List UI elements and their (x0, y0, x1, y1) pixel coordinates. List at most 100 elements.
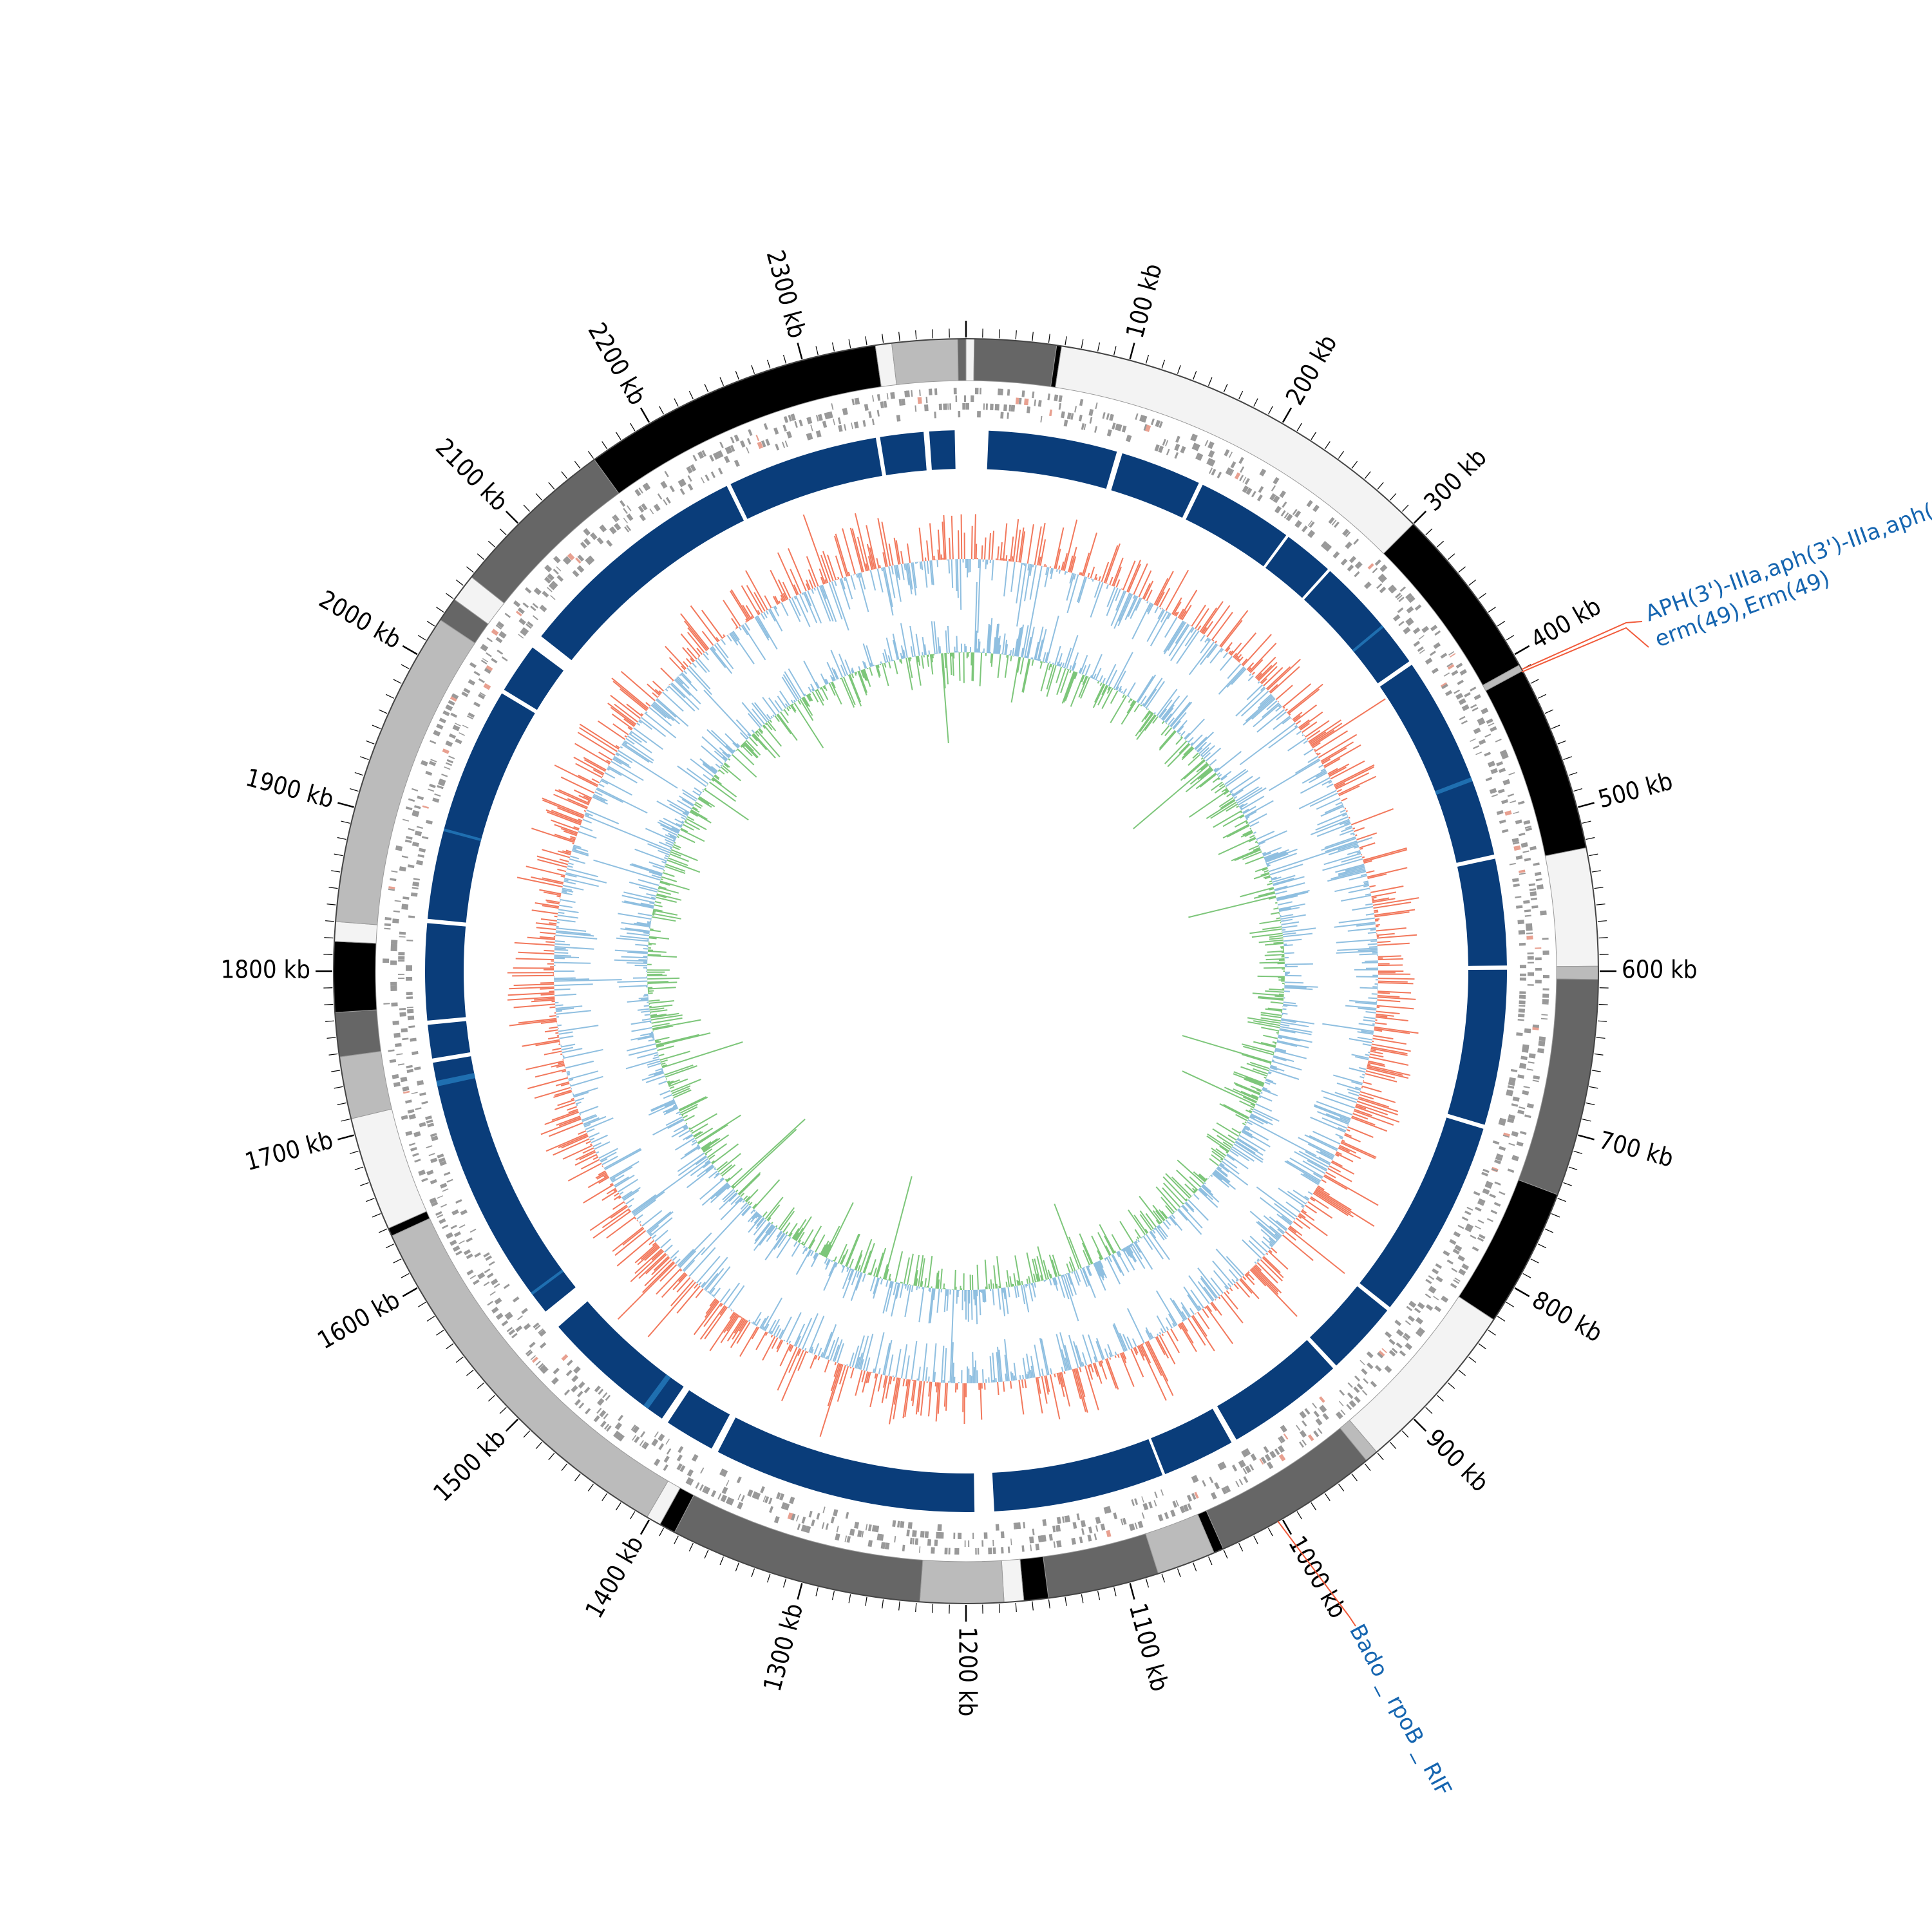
minor-tick (882, 334, 884, 343)
gene-block (426, 819, 433, 825)
gene-block (1037, 400, 1042, 407)
minor-tick (659, 406, 665, 415)
gene-block (980, 388, 981, 395)
gene-block (867, 1540, 873, 1548)
gene-block (1128, 1524, 1133, 1531)
minor-tick (1351, 460, 1358, 469)
minor-tick (327, 904, 336, 905)
minor-tick (1425, 1406, 1433, 1414)
gene-block (1521, 1047, 1529, 1053)
major-tick (1282, 1519, 1293, 1535)
minor-tick (1193, 371, 1197, 380)
gene-block (824, 412, 828, 420)
gene-block (639, 514, 646, 522)
gene-block (384, 927, 391, 930)
minor-tick (1589, 853, 1598, 857)
gene-block (486, 1273, 494, 1278)
gene-block (1539, 1036, 1546, 1041)
minor-tick (719, 1556, 724, 1566)
minor-tick (865, 1596, 867, 1606)
gene-block (1522, 1090, 1530, 1095)
gene-block (530, 1355, 536, 1361)
gene-block (1282, 501, 1287, 508)
gene-block (1179, 1506, 1186, 1513)
gene-block (900, 1521, 902, 1528)
gene-block (1274, 506, 1282, 514)
minor-tick (587, 1483, 594, 1492)
gene-block (521, 627, 529, 634)
gene-block (605, 540, 613, 547)
gene-block (1533, 862, 1540, 866)
gene-block (444, 1171, 451, 1176)
gene-block (783, 415, 789, 423)
gene-block (1186, 1494, 1193, 1502)
tick-label: 600 kb (1622, 956, 1698, 984)
gene-block (1089, 417, 1093, 424)
gene-block (477, 1272, 486, 1280)
gene-block (406, 939, 413, 942)
gene-block (413, 805, 421, 810)
gene-block (1214, 1482, 1220, 1490)
gene-block (613, 1430, 620, 1438)
gene-block (1526, 927, 1533, 931)
gene-block (1473, 1191, 1481, 1196)
gene-block (1170, 1510, 1176, 1517)
gene-block (876, 394, 881, 401)
gene-block (1137, 1520, 1144, 1529)
gene-block (1473, 694, 1481, 701)
tick-label: 1100 kb (1124, 1600, 1175, 1694)
homology-block (730, 437, 882, 519)
gene-block (445, 704, 453, 712)
gene-block (1242, 477, 1247, 483)
gene-block (1499, 1146, 1506, 1151)
gene-block (988, 1548, 992, 1555)
gene-block (833, 1509, 838, 1517)
minor-tick (1193, 1562, 1197, 1571)
homology-block (1379, 665, 1495, 863)
gene-block (985, 403, 988, 410)
gene-block (390, 985, 397, 988)
gene-block (1197, 453, 1204, 461)
gene-block (406, 965, 413, 969)
minor-tick (1267, 1528, 1273, 1537)
gene-block (1308, 531, 1315, 538)
gene-block (1433, 642, 1441, 649)
gene-block (906, 1530, 910, 1537)
gene-block (1245, 1448, 1251, 1455)
gene-block (1259, 1458, 1264, 1465)
gene-block (402, 1037, 409, 1041)
gene-block (1542, 1003, 1549, 1005)
gene-block (1009, 404, 1012, 412)
gene-block (478, 693, 486, 699)
gene-block (1391, 588, 1397, 594)
gene-block (949, 403, 952, 410)
gene-block (388, 888, 395, 891)
gene-block (653, 504, 661, 512)
gc-content-positive (507, 513, 1419, 1437)
gene-block (1419, 1327, 1425, 1333)
gene-block (1088, 1526, 1093, 1534)
minor-tick (1537, 694, 1547, 699)
gene-block (1202, 1480, 1206, 1487)
gene-block (914, 405, 917, 412)
gene-block (1204, 440, 1209, 446)
gene-block (487, 1300, 493, 1306)
gene-block (968, 1540, 970, 1547)
gene-block (1346, 1404, 1352, 1410)
gene-block (721, 1469, 728, 1477)
minor-tick (417, 1302, 426, 1307)
gene-block (529, 1341, 536, 1349)
gene-block (539, 1365, 547, 1373)
gene-block (1115, 423, 1120, 431)
gene-block (412, 788, 419, 792)
gene-block (801, 1517, 806, 1524)
gene-block (665, 1438, 670, 1445)
gene-block (460, 1209, 468, 1215)
gene-block (402, 1086, 410, 1092)
gene-block (1405, 629, 1411, 634)
major-tick (402, 1287, 418, 1298)
gene-block (441, 773, 448, 777)
gene-block (1470, 1235, 1477, 1240)
gene-block (414, 1159, 421, 1163)
gene-block (402, 1090, 410, 1094)
